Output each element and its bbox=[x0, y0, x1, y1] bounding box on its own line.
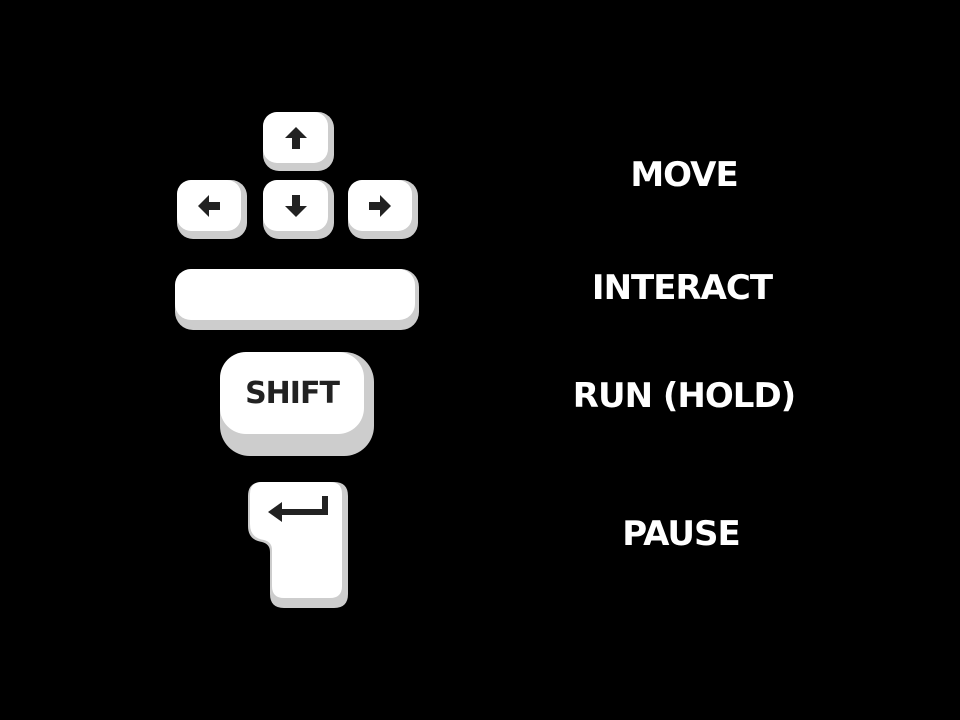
right-arrow-key bbox=[348, 180, 418, 239]
interact-label: INTERACT bbox=[591, 268, 773, 308]
enter-key bbox=[246, 480, 350, 610]
arrow-right-icon bbox=[369, 194, 391, 217]
pause-label: PAUSE bbox=[622, 514, 740, 554]
arrow-down-icon bbox=[284, 194, 307, 217]
spacebar-key bbox=[175, 269, 419, 330]
run-label: RUN (HOLD) bbox=[572, 376, 796, 416]
shift-key: SHIFT bbox=[220, 352, 374, 456]
arrow-left-icon bbox=[198, 194, 220, 217]
up-arrow-key bbox=[263, 112, 334, 171]
left-arrow-key bbox=[177, 180, 247, 239]
enter-arrow-icon bbox=[268, 496, 328, 522]
arrow-up-icon bbox=[284, 126, 307, 149]
shift-key-label: SHIFT bbox=[245, 375, 340, 411]
enter-key-shape bbox=[248, 482, 348, 608]
move-label: MOVE bbox=[630, 155, 738, 195]
spacebar-key-face bbox=[175, 269, 415, 320]
down-arrow-key bbox=[263, 180, 334, 239]
